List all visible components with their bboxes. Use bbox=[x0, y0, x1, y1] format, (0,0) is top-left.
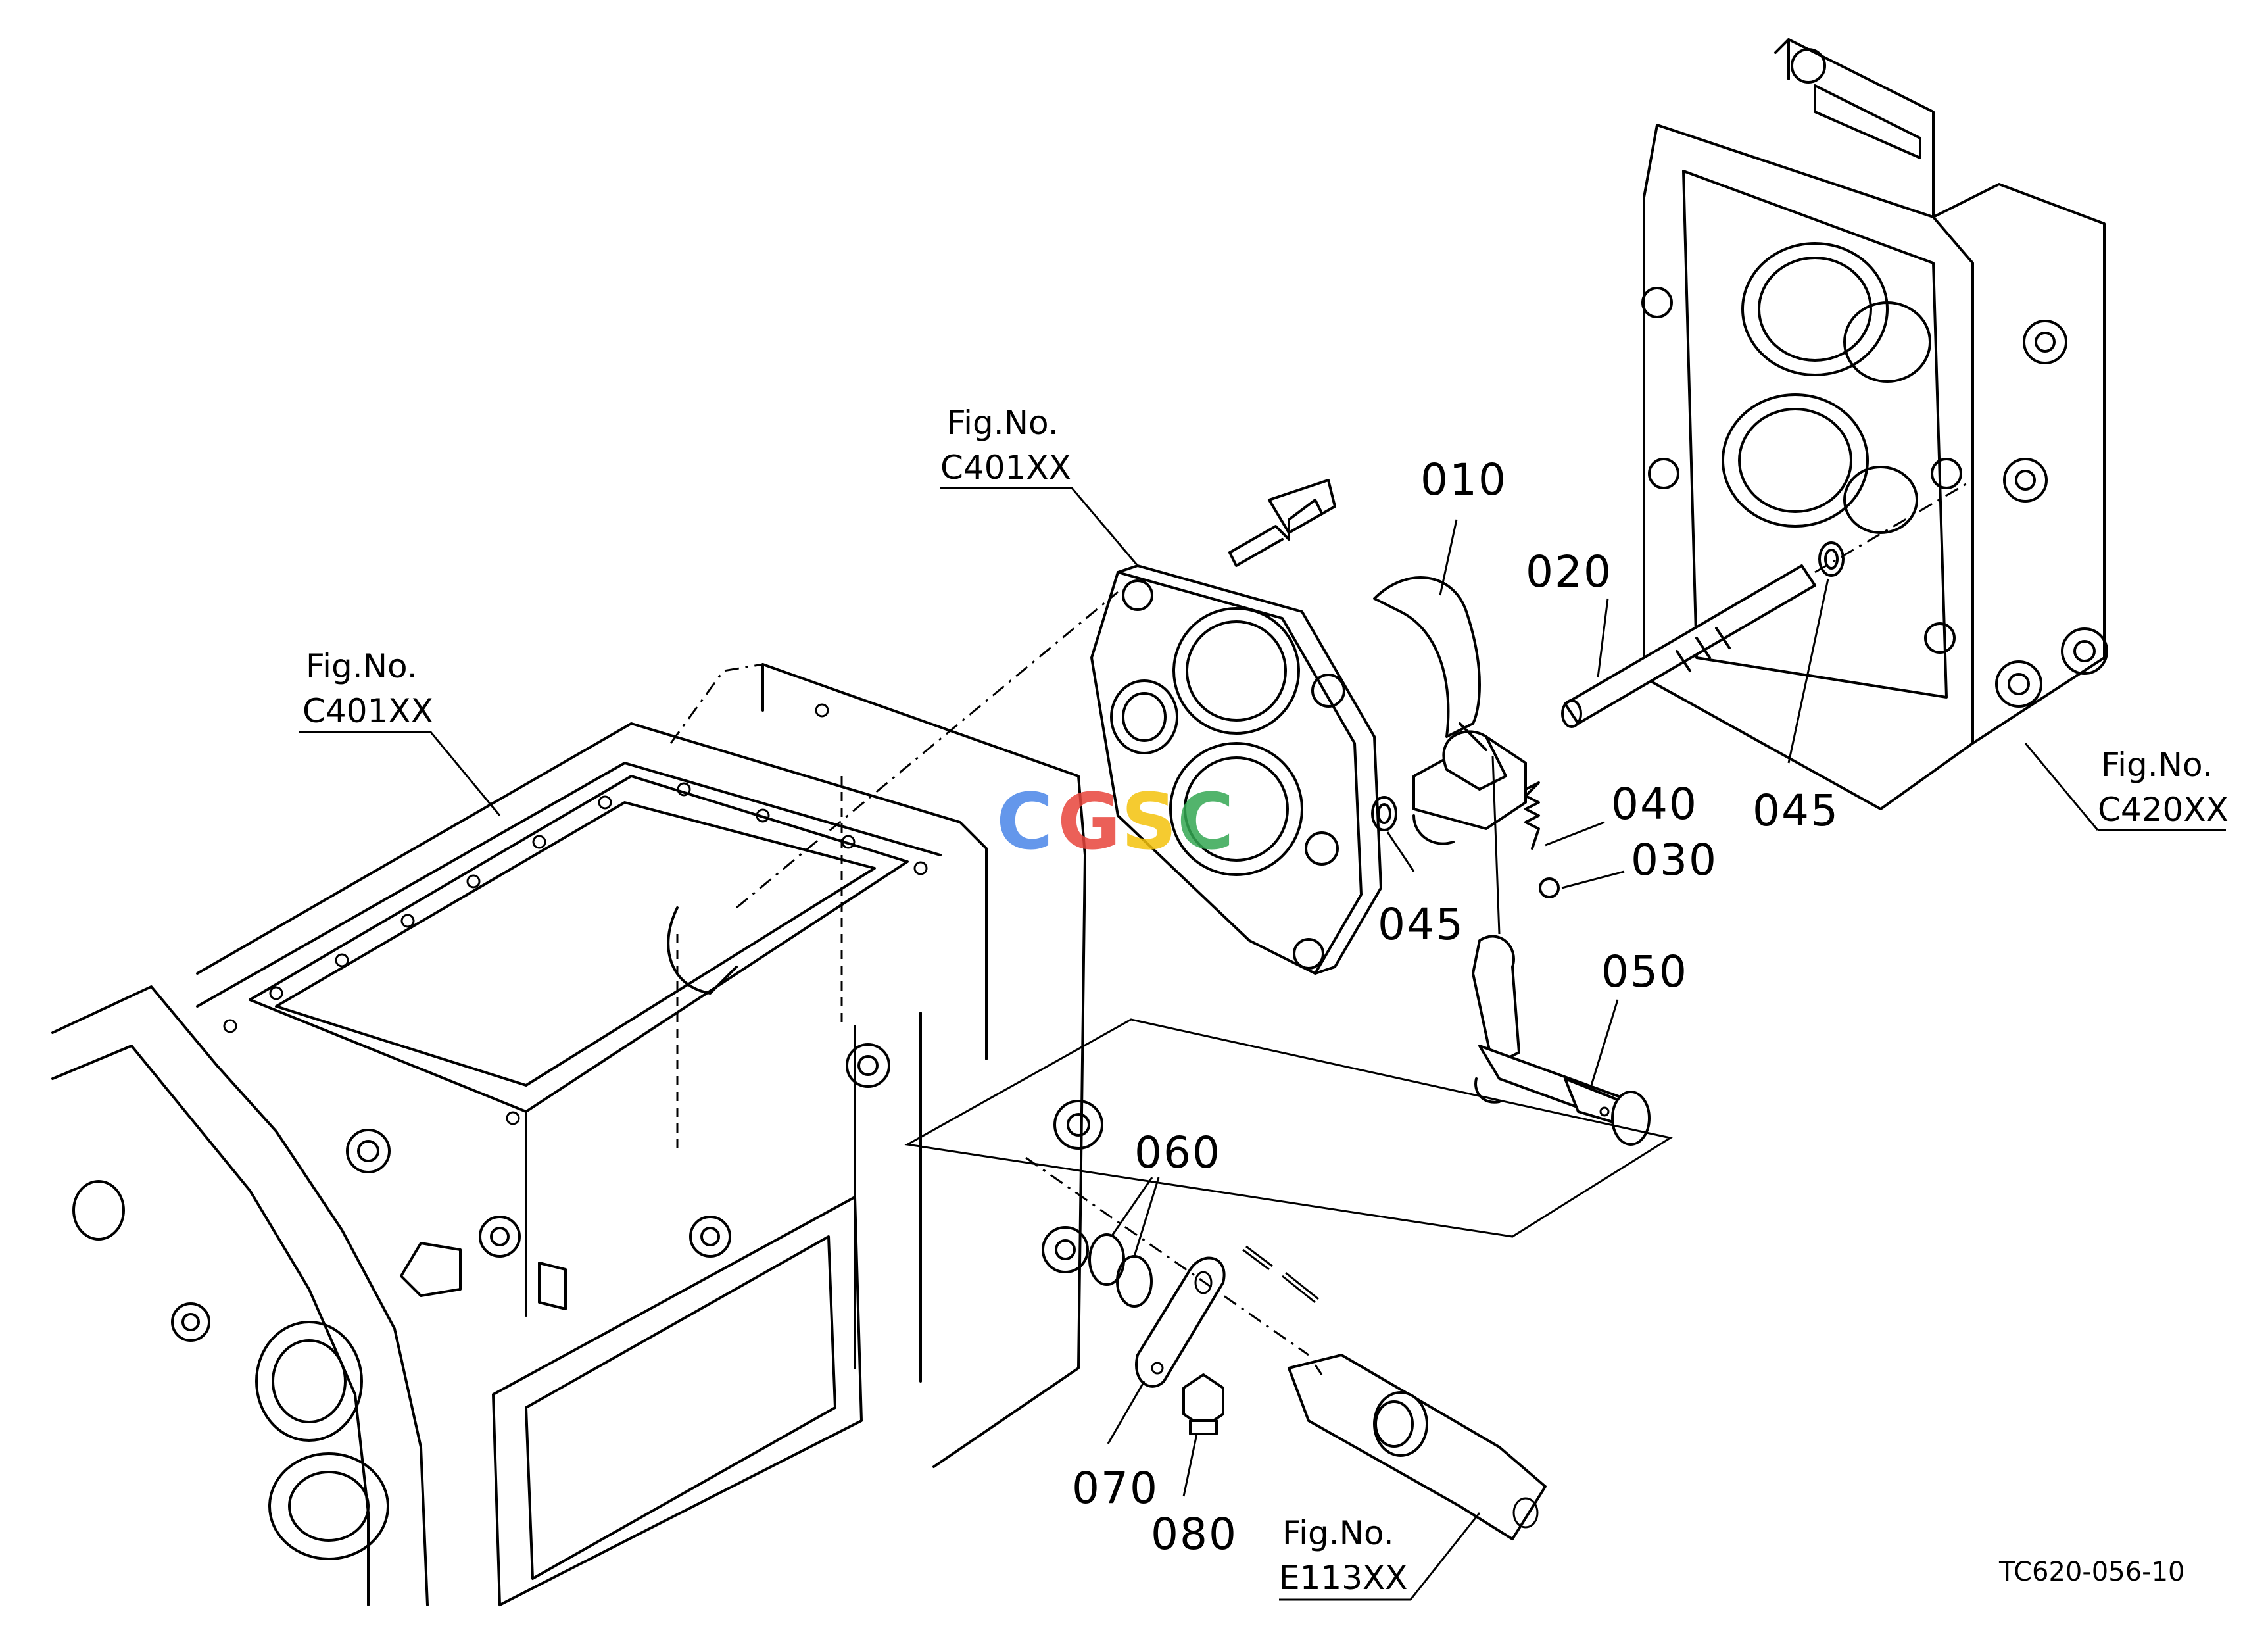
figure-ref-c401xx-upper: Fig.No. C401XX bbox=[940, 404, 1071, 487]
watermark-letter-1: C bbox=[996, 776, 1053, 867]
part-number-045-right: 045 bbox=[1752, 785, 1839, 836]
figure-ref-code: C401XX bbox=[940, 449, 1071, 487]
figure-ref-c401xx-left: Fig.No. C401XX bbox=[302, 647, 433, 730]
bearing-cover bbox=[1090, 564, 1382, 975]
rear-housing bbox=[1641, 38, 2108, 810]
figure-ref-label: Fig.No. bbox=[1282, 1514, 1394, 1552]
part-number-040: 040 bbox=[1611, 779, 1698, 829]
watermark-letter-4: C bbox=[1177, 776, 1234, 867]
o-ring-1 bbox=[1088, 1233, 1125, 1286]
detent-spring bbox=[1524, 781, 1540, 850]
shift-rod bbox=[1561, 479, 1973, 728]
figure-ref-label: Fig.No. bbox=[306, 647, 418, 685]
part-number-020: 020 bbox=[1526, 547, 1612, 597]
figure-ref-code: C420XX bbox=[2098, 791, 2229, 829]
leader-lines bbox=[299, 487, 2226, 1601]
plate-bolt bbox=[1182, 1373, 1224, 1435]
watermark-letter-3: S bbox=[1121, 776, 1177, 867]
bolt bbox=[1228, 479, 1336, 567]
part-number-030: 030 bbox=[1631, 835, 1718, 885]
o-ring-2 bbox=[1116, 1255, 1153, 1308]
figure-ref-code: C401XX bbox=[302, 692, 433, 730]
part-number-045-left: 045 bbox=[1378, 899, 1464, 950]
circlip-left bbox=[1371, 796, 1397, 831]
shift-lever bbox=[1288, 1354, 1547, 1540]
figure-ref-e113xx: Fig.No. E113XX bbox=[1279, 1514, 1408, 1597]
figure-ref-c420xx: Fig.No. C420XX bbox=[2098, 746, 2229, 829]
bolt-holes bbox=[223, 703, 928, 1125]
reference-frame bbox=[904, 1018, 1673, 1238]
figure-ref-label: Fig.No. bbox=[947, 404, 1059, 442]
drawing-code: TC620-056-10 bbox=[1998, 1557, 2184, 1587]
transmission-case bbox=[51, 663, 1103, 1606]
spring-pin-1 bbox=[1242, 1245, 1273, 1271]
part-number-060: 060 bbox=[1134, 1127, 1221, 1178]
figure-ref-code: E113XX bbox=[1279, 1559, 1408, 1597]
stopper-plate bbox=[1135, 1256, 1226, 1388]
figure-ref-label: Fig.No. bbox=[2101, 746, 2213, 784]
part-number-010: 010 bbox=[1420, 455, 1507, 505]
part-number-080: 080 bbox=[1151, 1509, 1238, 1560]
shift-fork bbox=[1373, 576, 1527, 845]
circlip-left-inner bbox=[1377, 803, 1391, 824]
spring-pin-2 bbox=[1282, 1271, 1319, 1304]
part-number-050: 050 bbox=[1601, 946, 1688, 997]
watermark-letter-2: G bbox=[1057, 776, 1121, 867]
watermark-logo: C G S C bbox=[996, 776, 1234, 867]
axis-line-1 bbox=[1025, 1156, 1309, 1356]
part-number-070: 070 bbox=[1072, 1463, 1159, 1513]
circlip-right bbox=[1818, 541, 1845, 577]
axis-line-2 bbox=[736, 591, 1119, 909]
detent-ball bbox=[1539, 877, 1560, 898]
circlip-right-inner bbox=[1824, 549, 1839, 570]
